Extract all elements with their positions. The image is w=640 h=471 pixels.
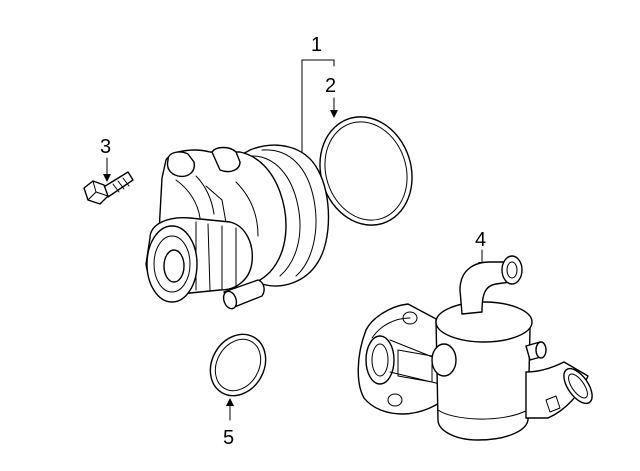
- thermostat-o-ring: [209, 333, 267, 397]
- callout-label-4: 4: [475, 229, 486, 251]
- leader-lines: [103, 59, 486, 421]
- callout-label-5: 5: [223, 427, 234, 449]
- thermostat-housing: [357, 255, 593, 441]
- bolt: [83, 171, 134, 205]
- callout-label-1: 1: [311, 34, 322, 56]
- water-pump: [145, 144, 330, 310]
- callout-label-3: 3: [100, 136, 111, 158]
- callout-label-2: 2: [325, 75, 336, 97]
